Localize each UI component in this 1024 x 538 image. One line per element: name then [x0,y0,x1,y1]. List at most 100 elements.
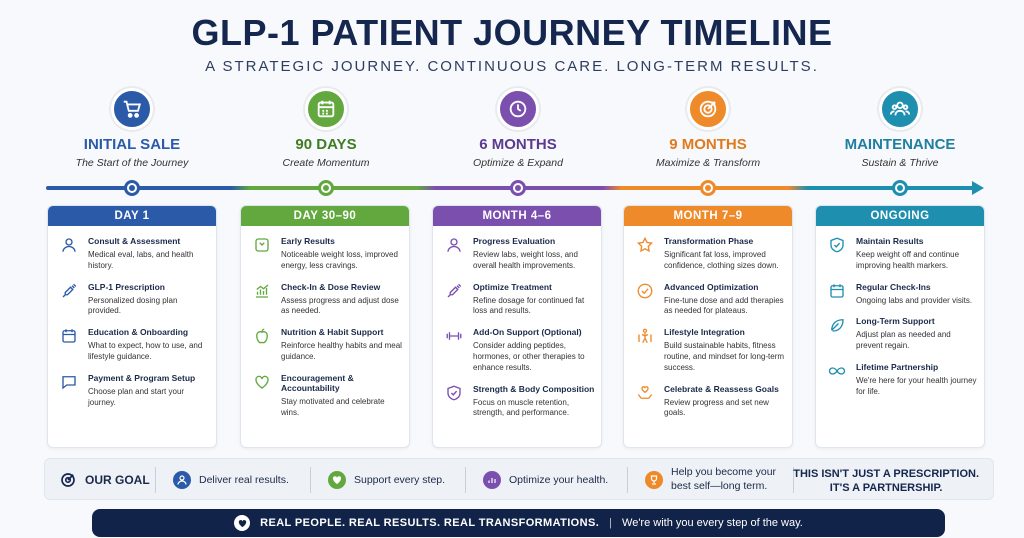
item-title: Celebrate & Reassess Goals [664,383,779,394]
footer-banner: REAL PEOPLE. REAL RESULTS. REAL TRANSFOR… [92,509,945,537]
item-desc: Review progress and set new goals. [664,397,769,418]
goal-text: Support every step. [354,474,446,486]
page-title: GLP-1 PATIENT JOURNEY TIMELINE [191,12,833,53]
hands-heart-icon [636,384,654,402]
item-title: Long-Term Support [856,316,935,327]
item-desc: Stay motivated and celebrate wins. [281,396,385,417]
item-desc: Keep weight off and continue improving h… [856,250,960,270]
divider [465,467,466,493]
cart-icon [111,88,153,130]
phase-card-day-1: DAY 1 Consult & Assessment Medical eval,… [47,205,217,448]
timeline-marker [318,180,334,196]
stage-6-months: 6 MONTHS Optimize & Expand [433,88,603,169]
list-item: Progress Evaluation Review labs, weight … [433,236,601,272]
leaf-icon [828,316,846,334]
item-title: Check-In & Dose Review [281,281,381,292]
goal-bar: OUR GOAL Deliver real results. Support e… [44,458,994,500]
dumbbell-icon [445,327,463,345]
list-item: Consult & Assessment Medical eval, labs,… [48,236,216,272]
check-circle-icon [636,282,654,300]
item-title: GLP-1 Prescription [88,281,165,292]
divider [155,467,156,493]
list-item: Nutrition & Habit Support Reinforce heal… [241,327,409,363]
page-subtitle: A STRATEGIC JOURNEY. CONTINUOUS CARE. LO… [205,58,819,75]
item-title: Lifetime Partnership [856,361,939,372]
calendar-icon [305,88,347,130]
goal-item: Support every step. [328,459,445,501]
item-desc: Ongoing labs and provider visits. [856,295,973,305]
heart-icon [234,515,251,531]
infinity-icon [828,362,846,380]
item-title: Progress Evaluation [473,236,556,246]
shield-icon [445,384,463,402]
goal-item: Help you become your best self—long term… [645,459,795,501]
item-desc: Choose plan and start your journey. [88,386,185,407]
trophy-icon [645,471,663,489]
item-title: Lifestyle Integration [664,327,745,338]
apple-icon [253,327,271,345]
item-desc: Reinforce healthy habits and meal guidan… [281,341,402,361]
stage-90-days: 90 DAYS Create Momentum [241,88,411,169]
person-icon [173,471,191,489]
syringe-icon [60,282,78,300]
list-item: Advanced Optimization Fine-tune dose and… [624,282,792,318]
calendar-icon [828,282,846,300]
list-item: Payment & Program Setup Choose plan and … [48,373,216,409]
timeline-marker [700,180,716,196]
item-title: Education & Onboarding [88,327,189,338]
stage-name: INITIAL SALE [83,136,181,153]
item-desc: Assess progress and adjust dose as neede… [281,295,399,316]
timeline-marker [124,180,140,196]
list-item: Lifestyle Integration Build sustainable … [624,327,792,373]
partnership-line: IT'S A PARTNERSHIP. [829,482,943,495]
banner-separator: | [609,517,613,529]
list-item: GLP-1 Prescription Personalized dosing p… [48,282,216,318]
list-item: Education & Onboarding What to expect, h… [48,327,216,363]
stage-name: MAINTENANCE [844,136,956,153]
item-title: Payment & Program Setup [88,372,196,383]
heart-icon [253,373,271,391]
item-title: Encouragement & Accountability [281,372,354,393]
card-header: DAY 1 [48,206,216,226]
item-title: Strength & Body Composition [473,383,595,394]
item-desc: Noticeable weight loss, improved energy,… [281,250,398,270]
item-desc: We're here for your health journey for l… [856,375,977,396]
timeline-marker [892,180,908,196]
list-item: Regular Check-Ins Ongoing labs and provi… [816,282,984,307]
item-desc: Fine-tune dose and add therapies as need… [664,295,784,316]
banner-main: REAL PEOPLE. REAL RESULTS. REAL TRANSFOR… [260,517,600,529]
target-icon [59,471,77,489]
item-title: Advanced Optimization [664,281,759,292]
item-desc: Focus on muscle retention, strength, and… [473,397,570,418]
people-icon [879,88,921,130]
partnership-statement: THIS ISN'T JUST A PRESCRIPTION. IT'S A P… [793,467,979,496]
goal-item: Deliver real results. [173,459,289,501]
item-desc: Review labs, weight loss, and overall he… [473,250,578,270]
list-item: Transformation Phase Significant fat los… [624,236,792,272]
list-item: Celebrate & Reassess Goals Review progre… [624,384,792,420]
person-icon [60,236,78,254]
phase-card-ongoing: ONGOING Maintain Results Keep weight off… [815,205,985,448]
scale-icon [253,236,271,254]
stage-name: 6 MONTHS [479,136,557,153]
item-title: Regular Check-Ins [856,281,931,292]
card-header: MONTH 7–9 [624,206,792,226]
goal-text: Optimize your health. [509,474,609,486]
list-item: Optimize Treatment Refine dosage for con… [433,282,601,318]
item-title: Add-On Support (Optional) [473,327,582,338]
list-item: Maintain Results Keep weight off and con… [816,236,984,272]
divider [793,467,794,493]
heart-icon [328,471,346,489]
phase-card-month-4-6: MONTH 4–6 Progress Evaluation Review lab… [432,205,602,448]
stage-tag: Sustain & Thrive [861,157,939,169]
stage-maintenance: MAINTENANCE Sustain & Thrive [815,88,985,169]
star-icon [636,236,654,254]
card-header: MONTH 4–6 [433,206,601,226]
divider [310,467,311,493]
card-header: DAY 30–90 [241,206,409,226]
item-title: Early Results [281,236,335,246]
item-desc: Adjust plan as needed and prevent regain… [856,330,951,351]
phase-card-day-30-90: DAY 30–90 Early Results Noticeable weigh… [240,205,410,448]
item-desc: Build sustainable habits, fitness routin… [664,341,785,372]
item-desc: Refine dosage for continued fat loss and… [473,295,585,316]
